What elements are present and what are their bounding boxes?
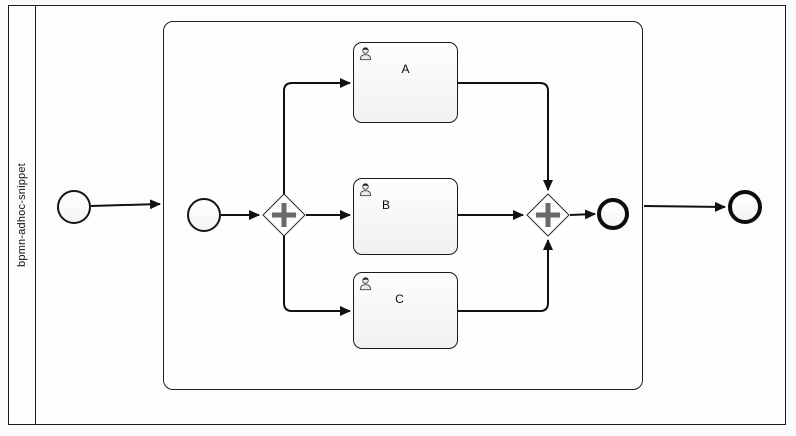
task-label: C	[395, 292, 404, 306]
diamond-shape	[526, 193, 570, 237]
subprocess-end-event[interactable]	[597, 198, 629, 230]
end-event[interactable]	[728, 190, 762, 224]
user-icon	[359, 47, 372, 61]
parallel-gateway-join[interactable]	[526, 193, 570, 237]
user-task-b[interactable]: B	[353, 178, 458, 255]
start-event[interactable]	[57, 190, 91, 224]
user-task-a[interactable]: A	[353, 42, 458, 123]
lane-title: bpmn-adhoc-snippet	[16, 163, 29, 267]
user-task-c[interactable]: C	[353, 272, 458, 349]
parallel-gateway-split[interactable]	[262, 193, 306, 237]
plus-marker-icon	[272, 203, 296, 227]
plus-marker-icon	[536, 203, 560, 227]
lane-header[interactable]: bpmn-adhoc-snippet	[9, 6, 36, 424]
subprocess-start-event[interactable]	[187, 198, 221, 232]
diamond-shape	[262, 193, 306, 237]
task-label: A	[401, 62, 410, 76]
user-icon	[359, 183, 372, 197]
task-label: B	[382, 198, 391, 212]
user-icon	[359, 277, 372, 291]
